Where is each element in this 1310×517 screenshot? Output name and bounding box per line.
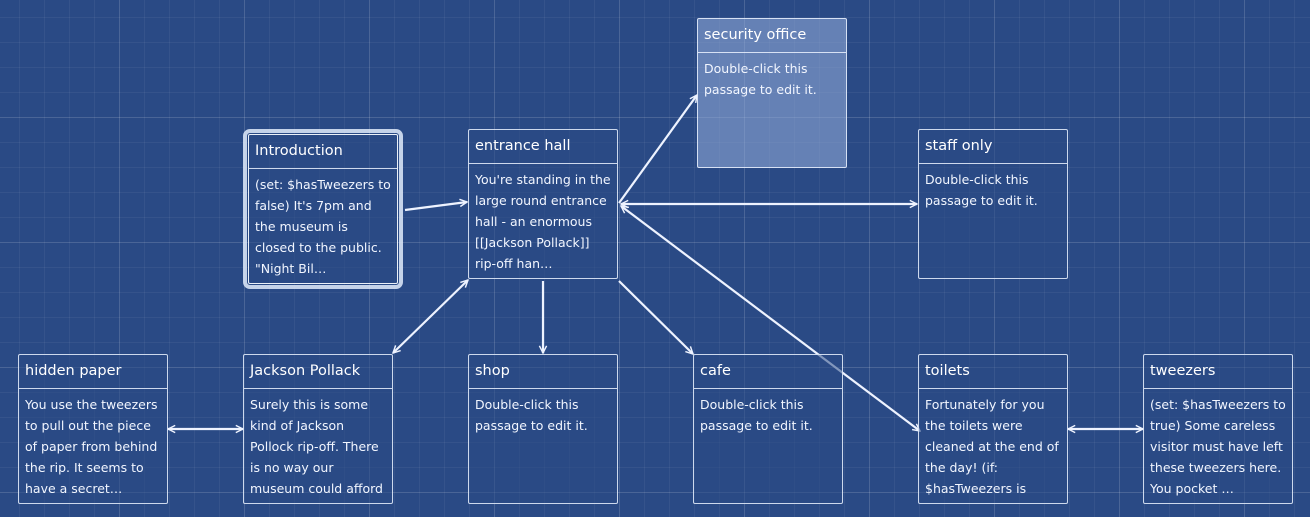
passage-tweezers[interactable]: tweezers (set: $hasTweezers to true) Som… — [1143, 354, 1293, 504]
passage-title: toilets — [919, 355, 1067, 389]
passage-hidden-paper[interactable]: hidden paper You use the tweezers to pul… — [18, 354, 168, 504]
passage-jackson-pollack[interactable]: Jackson Pollack Surely this is some kind… — [243, 354, 393, 504]
link-introduction-entrance-hall — [404, 202, 467, 212]
passage-excerpt: (set: $hasTweezers to false) It's 7pm an… — [255, 177, 391, 276]
link-entrance-hall-security-office — [618, 95, 697, 204]
passage-title: cafe — [694, 355, 842, 389]
link-entrance-hall-cafe — [618, 280, 693, 354]
passage-shop[interactable]: shop Double-click this passage to edit i… — [468, 354, 618, 504]
passage-excerpt: You use the tweezers to pull out the pie… — [25, 397, 158, 496]
passage-entrance-hall[interactable]: entrance hall You're standing in the lar… — [468, 129, 618, 279]
passage-title: Jackson Pollack — [244, 355, 392, 389]
passage-excerpt: You're standing in the large round entra… — [475, 172, 611, 271]
passage-title: staff only — [919, 130, 1067, 164]
passage-title: entrance hall — [469, 130, 617, 164]
passage-staff-only[interactable]: staff only Double-click this passage to … — [918, 129, 1068, 279]
passage-cafe[interactable]: cafe Double-click this passage to edit i… — [693, 354, 843, 504]
passage-title: security office — [698, 19, 846, 53]
passage-excerpt: (set: $hasTweezers to true) Some careles… — [1150, 397, 1286, 496]
passage-title: Introduction — [249, 135, 397, 169]
passage-excerpt: Double-click this passage to edit it. — [700, 397, 813, 433]
passage-title: shop — [469, 355, 617, 389]
passage-title: tweezers — [1144, 355, 1292, 389]
link-entrance-hall-jackson-pollack — [393, 280, 468, 353]
passage-introduction[interactable]: Introduction (set: $hasTweezers to false… — [243, 129, 403, 289]
passage-excerpt: Double-click this passage to edit it. — [925, 172, 1038, 208]
passage-toilets[interactable]: toilets Fortunately for you the toilets … — [918, 354, 1068, 504]
passage-title: hidden paper — [19, 355, 167, 389]
passage-excerpt: Fortunately for you the toilets were cle… — [925, 397, 1059, 496]
passage-excerpt: Double-click this passage to edit it. — [704, 61, 817, 97]
passage-security-office[interactable]: security office Double-click this passag… — [697, 18, 847, 168]
passage-excerpt: Double-click this passage to edit it. — [475, 397, 588, 433]
passage-excerpt: Surely this is some kind of Jackson Poll… — [250, 397, 383, 496]
